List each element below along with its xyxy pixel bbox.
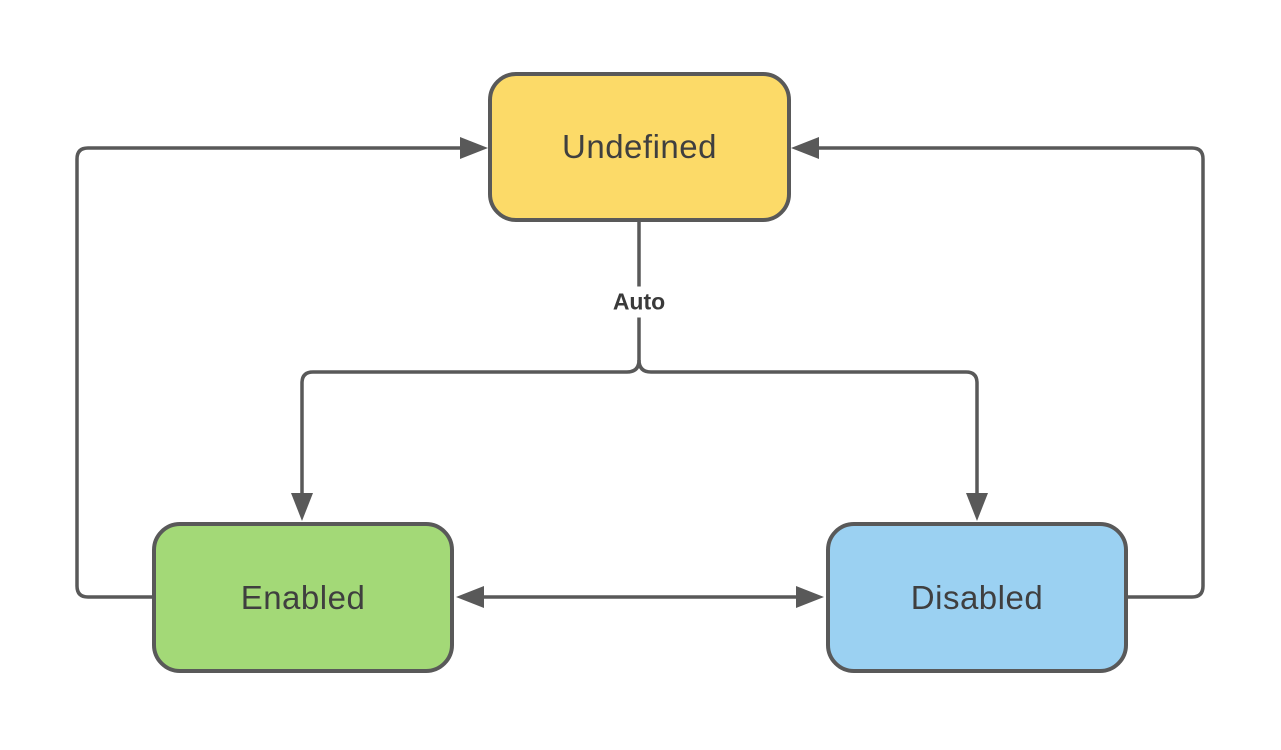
state-node-undefined: Undefined — [488, 72, 791, 222]
state-node-undefined-label: Undefined — [562, 128, 717, 165]
state-node-disabled-label: Disabled — [910, 578, 1044, 616]
edge-label-auto: Auto — [604, 286, 674, 318]
edge-enabled-to-undefined — [75, 146, 461, 599]
arrowhead-into-enabled-top — [291, 493, 313, 521]
arrowhead-into-undefined-left — [460, 137, 488, 159]
edge-undefined-to-disabled — [637, 359, 979, 494]
arrowhead-into-disabled-top — [966, 493, 988, 521]
state-node-enabled: Enabled — [152, 522, 454, 673]
arrowhead-into-disabled-left — [796, 586, 824, 608]
arrowhead-into-enabled-right — [456, 586, 484, 608]
edge-undefined-to-enabled — [300, 359, 641, 494]
state-node-enabled-label: Enabled — [240, 578, 366, 616]
state-node-disabled: Disabled — [826, 522, 1128, 673]
arrowhead-into-undefined-right — [791, 137, 819, 159]
edge-disabled-to-undefined — [819, 146, 1205, 599]
